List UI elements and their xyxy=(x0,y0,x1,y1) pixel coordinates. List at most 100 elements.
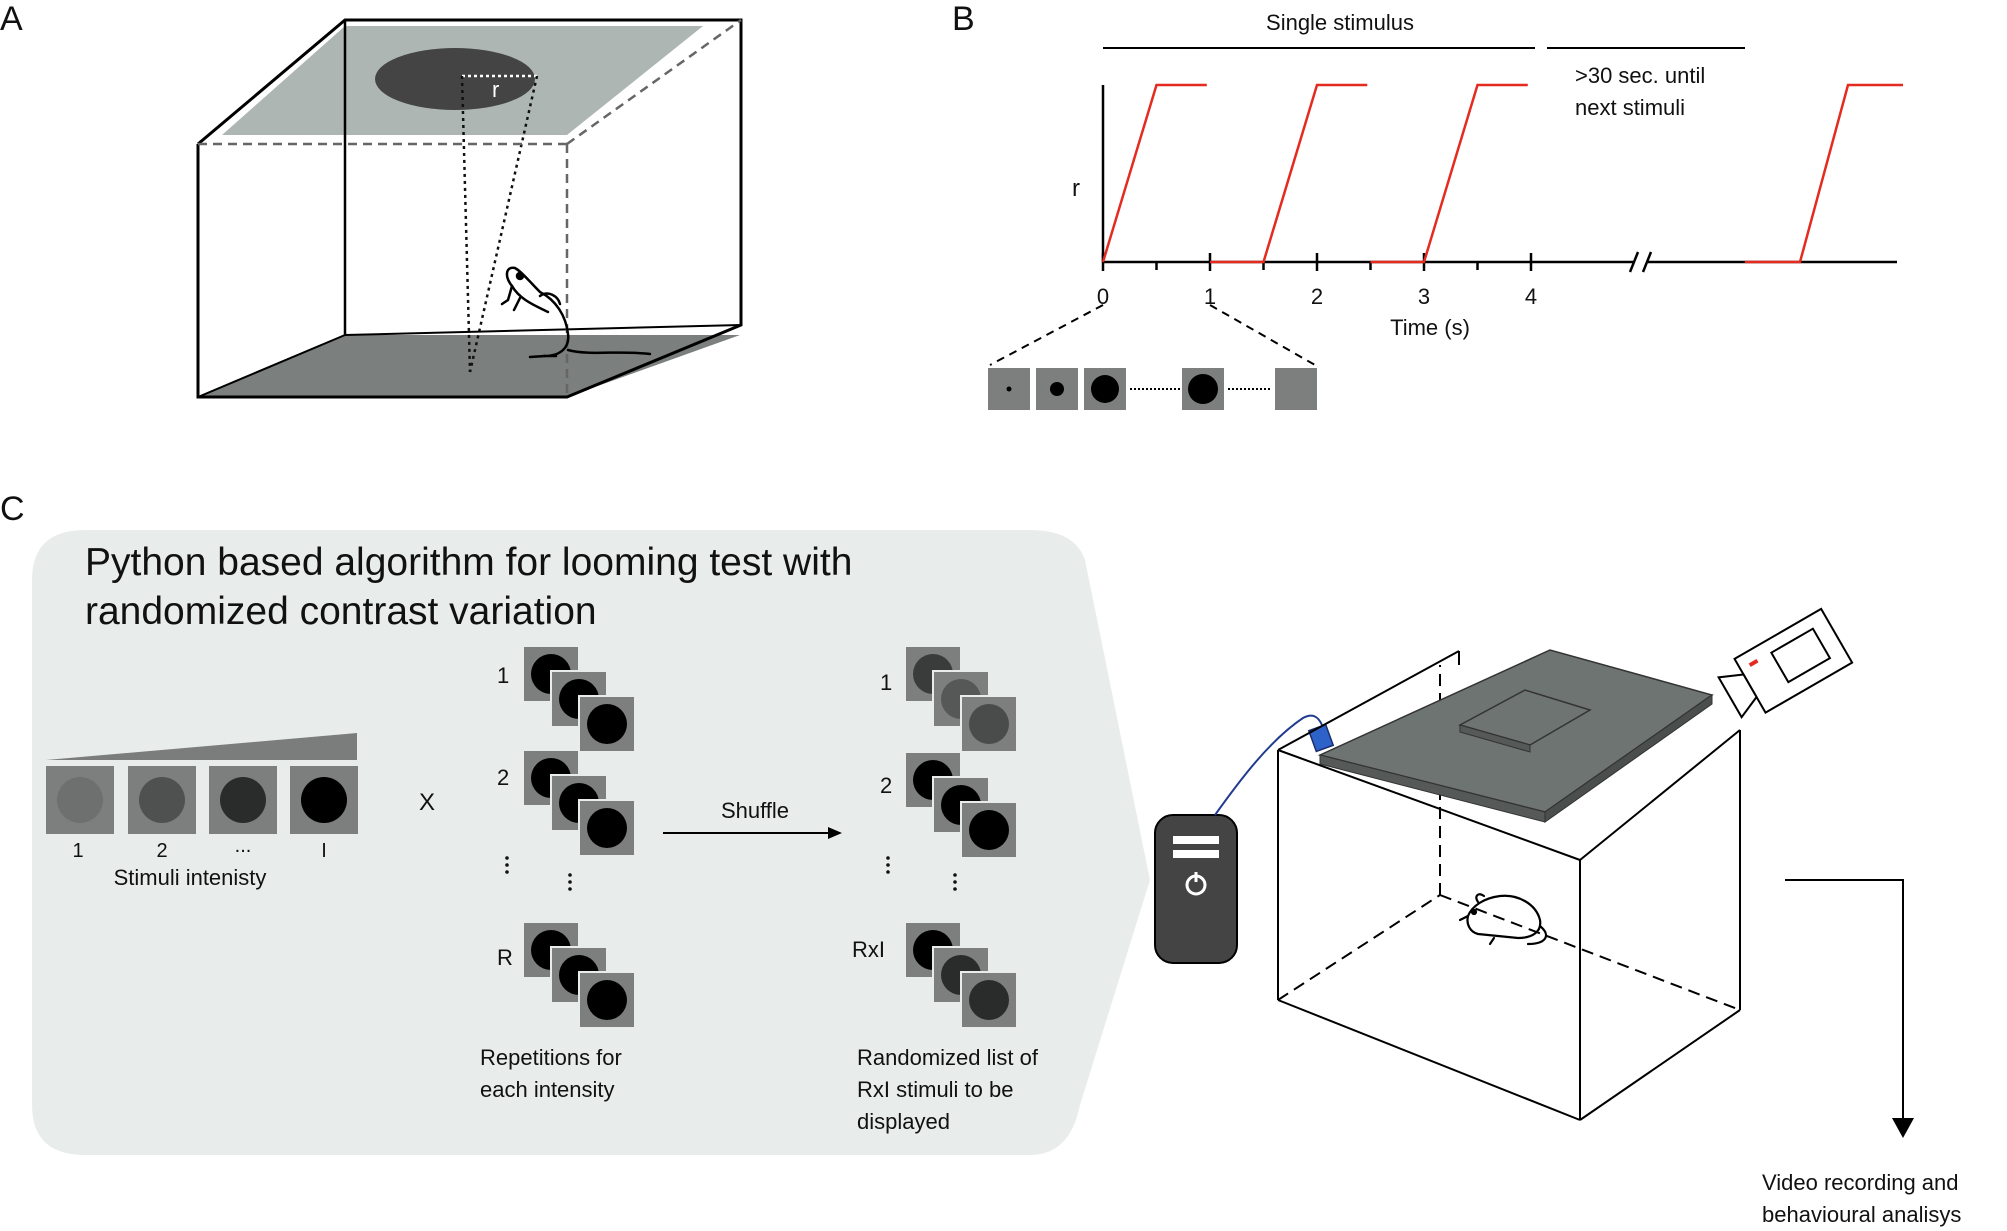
stack-dot xyxy=(969,704,1009,744)
rep-stack-1 xyxy=(522,645,636,753)
frame-1-dot xyxy=(1006,386,1012,392)
intensity-tick-2: 2 xyxy=(156,840,167,862)
box-edge-floor-left xyxy=(197,334,346,398)
stack-dot xyxy=(587,808,627,848)
panel-c-label: C xyxy=(0,490,25,528)
x-tick-label: 4 xyxy=(1525,284,1537,309)
computer-drive-1 xyxy=(1173,836,1219,844)
output-arrow-head xyxy=(1892,1118,1914,1138)
axis-break-mark-2 xyxy=(1641,251,1653,273)
intensity-squares xyxy=(46,766,358,834)
series-line-2 xyxy=(1210,83,1368,264)
panel-a-label: A xyxy=(0,0,23,38)
rep-label-r: R xyxy=(497,945,513,970)
computer-icon xyxy=(1154,814,1238,964)
rand-caption-line3: displayed xyxy=(857,1109,950,1134)
looming-dot xyxy=(375,48,535,110)
algorithm-title-line2: randomized contrast variation xyxy=(85,590,597,633)
repetition-stacks xyxy=(522,645,636,1029)
frame-3-dot xyxy=(1091,375,1119,403)
rep-stack-2 xyxy=(522,749,636,857)
series-line-1 xyxy=(1101,83,1207,263)
intensity-dot-4 xyxy=(301,777,347,823)
stack-dot xyxy=(969,980,1009,1020)
view-line-left xyxy=(460,75,472,373)
series-after-gap xyxy=(1745,83,1903,264)
intensity-tick-1: 1 xyxy=(72,840,83,862)
gap-label-line2: next stimuli xyxy=(1575,95,1685,120)
monitor-stimulus-square-side xyxy=(1459,724,1531,753)
stack-dot xyxy=(587,704,627,744)
x-tick-label: 2 xyxy=(1311,284,1323,309)
arena-top-left-edge xyxy=(1277,650,1460,751)
arena-box xyxy=(1277,650,1741,1121)
mouse-icon xyxy=(1458,893,1548,946)
radius-label: r xyxy=(492,77,499,102)
arena-top-right-edge xyxy=(1579,729,1741,861)
arena-top-front-edge xyxy=(1277,749,1581,861)
zoom-line-left xyxy=(989,304,1104,366)
stack-dot xyxy=(587,980,627,1020)
chart-series xyxy=(1101,83,1528,264)
stimulus-frames xyxy=(988,368,1317,410)
gap-label-line1: >30 sec. until xyxy=(1575,63,1705,88)
cable xyxy=(1214,714,1323,816)
rand-caption-line1: Randomized list of xyxy=(857,1045,1039,1070)
monitor-side-right xyxy=(1544,694,1713,823)
panel-b-label: B xyxy=(952,0,975,38)
video-label-line2: behavioural analisys xyxy=(1762,1202,1961,1227)
panel-b: B Single stimulus >30 sec. until next st… xyxy=(952,0,1903,410)
rand-label-1: 1 xyxy=(880,670,892,695)
intensity-dot-2 xyxy=(139,777,185,823)
x-tick-label: 3 xyxy=(1418,284,1430,309)
camera-icon xyxy=(1716,607,1854,720)
y-axis-label: r xyxy=(1072,175,1080,202)
intensity-dot-3 xyxy=(220,777,266,823)
frame-4-dot xyxy=(1188,374,1218,404)
rand-stack-2 xyxy=(904,751,1018,859)
rand-label-2: 2 xyxy=(880,773,892,798)
axis-break-mark-1 xyxy=(1628,251,1640,273)
rep-stack-r xyxy=(522,921,636,1029)
panel-a: A r xyxy=(0,0,743,399)
view-line-right xyxy=(468,75,539,373)
x-axis-label: Time (s) xyxy=(1390,315,1470,340)
mouse-rearing-icon xyxy=(500,266,652,359)
intensity-label: Stimuli intenisty xyxy=(114,865,267,890)
box-edge-floor-back xyxy=(344,324,742,336)
intensity-wedge xyxy=(46,733,357,760)
randomized-stacks xyxy=(904,645,1018,1029)
frame-5 xyxy=(1275,368,1317,410)
multiply-sign: X xyxy=(419,789,435,816)
intensity-tick-3: ... xyxy=(235,835,252,857)
rep-caption-line1: Repetitions for xyxy=(480,1045,622,1070)
box-edge-dashed-diag xyxy=(566,18,742,146)
shuffle-label: Shuffle xyxy=(721,798,789,823)
rand-vertical-ellipsis xyxy=(886,856,957,891)
computer-drive-2 xyxy=(1173,850,1219,858)
panel-c: C Python based algorithm for looming tes… xyxy=(0,490,1961,1227)
shuffle-arrow-head xyxy=(828,827,842,839)
arena-bottom-right-edge xyxy=(1579,1009,1741,1121)
arena-bottom-front-edge xyxy=(1277,999,1581,1121)
output-arrow-line xyxy=(1785,879,1904,1120)
zoom-line-right xyxy=(1209,304,1316,366)
video-label-line1: Video recording and xyxy=(1762,1170,1959,1195)
connector-icon xyxy=(1307,723,1335,753)
single-stimulus-label: Single stimulus xyxy=(1266,10,1414,35)
rep-label-1: 1 xyxy=(497,663,509,688)
intensity-tick-4: I xyxy=(321,840,327,862)
rep-vertical-ellipsis xyxy=(505,856,572,891)
rand-label-rxi: RxI xyxy=(852,937,885,962)
frame-2-dot xyxy=(1050,382,1064,396)
rep-caption-line2: each intensity xyxy=(480,1077,615,1102)
series-line-3 xyxy=(1370,83,1528,264)
rand-caption-line2: RxI stimuli to be xyxy=(857,1077,1014,1102)
stack-dot xyxy=(969,810,1009,850)
intensity-dot-1 xyxy=(57,777,103,823)
algorithm-title-line1: Python based algorithm for looming test … xyxy=(85,541,852,584)
rep-label-2: 2 xyxy=(497,765,509,790)
rand-stack-1 xyxy=(904,645,1018,753)
rand-stack-rxi xyxy=(904,921,1018,1029)
